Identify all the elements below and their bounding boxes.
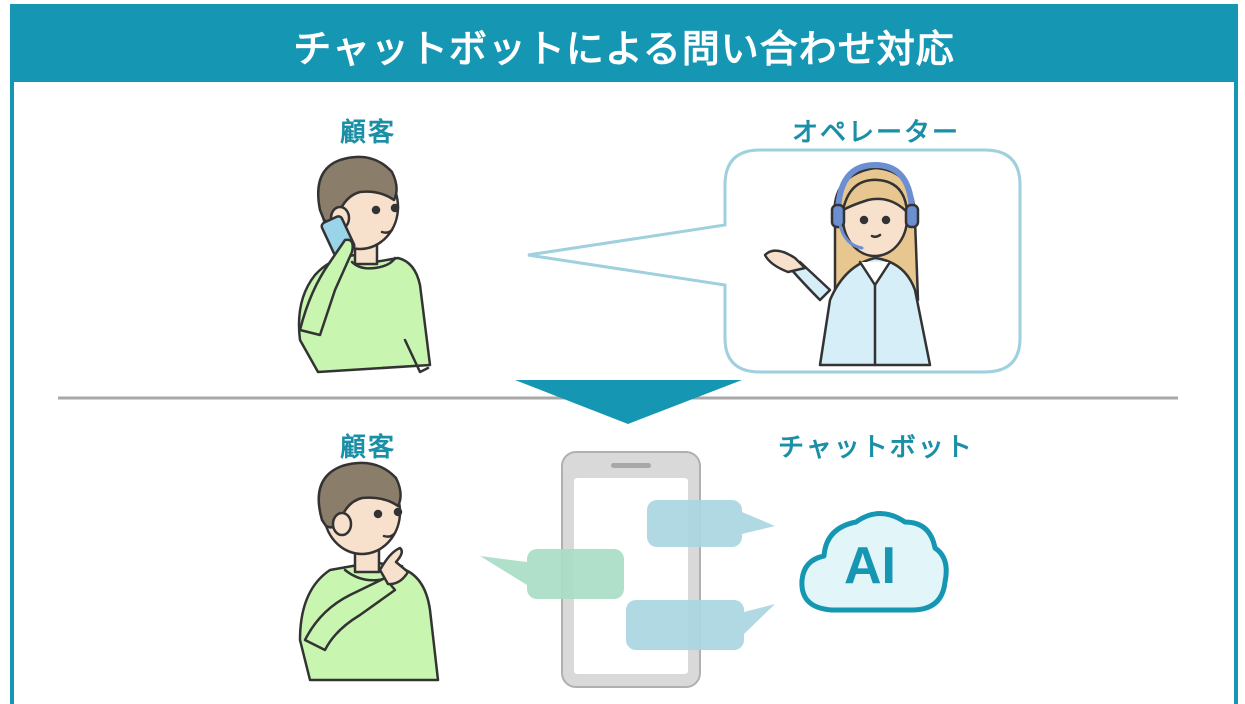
bottom-customer-label: 顧客 (340, 433, 397, 463)
customer-bubble (480, 549, 624, 599)
ai-cloud-label: AI (844, 537, 896, 595)
top-customer-label: 顧客 (340, 118, 397, 148)
page-title: チャットボットによる問い合わせ対応 (14, 8, 1234, 82)
customer-on-phone-illustration (297, 155, 432, 374)
down-arrow-icon (515, 380, 742, 424)
chatbot-bubble-bottom (626, 600, 775, 650)
operator-illustration (763, 162, 932, 367)
chatbot-bubble-top (647, 500, 775, 547)
ai-cloud-icon (799, 511, 949, 613)
thinking-customer-illustration (298, 461, 440, 682)
diagram-frame (10, 4, 1238, 704)
chatbot-label: チャットボット (778, 433, 974, 463)
operator-label: オペレーター (792, 118, 961, 148)
